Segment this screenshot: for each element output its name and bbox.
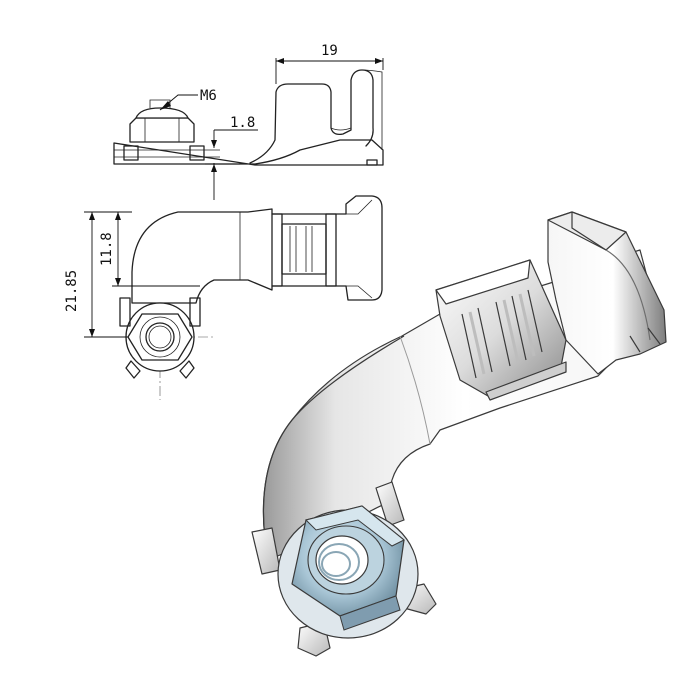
iso-barrel-lip-edge xyxy=(571,212,607,251)
plan-thread-major xyxy=(145,322,175,352)
iso-thread-ring-inner xyxy=(321,551,351,577)
iso-crimp-rib-shade xyxy=(468,293,536,375)
side-view-slot xyxy=(123,145,139,161)
plan-tab-low-right xyxy=(179,360,195,379)
side-view-nut-flats xyxy=(144,118,180,142)
iso-barrel-inner xyxy=(605,249,651,341)
dim-label-1-8: 1.8 xyxy=(230,115,255,131)
side-view-plate xyxy=(113,139,384,166)
side-view-barrel-back xyxy=(361,69,383,150)
side-view-slot xyxy=(189,145,205,161)
iso-tab-upper xyxy=(375,481,405,527)
isometric-render xyxy=(251,211,667,657)
plan-tab-left xyxy=(119,297,131,327)
dim-label-19: 19 xyxy=(321,43,338,59)
plan-tab-low-left xyxy=(125,360,141,379)
plan-crimp-slots xyxy=(289,226,313,272)
iso-bend-shade xyxy=(399,335,431,445)
dim-label-21-85: 21.85 xyxy=(64,270,80,312)
plan-thread-minor xyxy=(148,325,172,349)
dim-arrows-1-8 xyxy=(211,140,217,172)
dim-line-1-8 xyxy=(205,129,258,200)
dim-line-21-85 xyxy=(84,211,132,338)
dim-label-m6: M6 xyxy=(200,88,217,104)
plan-view: 21.85 11.8 xyxy=(64,195,383,400)
plan-body xyxy=(131,195,383,304)
iso-nut-top-face xyxy=(305,505,405,547)
iso-nut-side xyxy=(339,595,401,631)
plan-tab-right xyxy=(189,297,201,327)
iso-barrel-notch xyxy=(629,327,661,353)
iso-bend-edge xyxy=(262,335,405,561)
side-view-barrel xyxy=(249,69,374,164)
iso-crimp-bottom xyxy=(485,361,567,401)
leader-m6-arrow xyxy=(160,101,171,110)
side-view-barrel-inner xyxy=(330,127,352,131)
plan-hex-nut xyxy=(127,313,193,361)
iso-barrel-lip xyxy=(547,211,627,251)
dim-label-11-8: 11.8 xyxy=(99,232,115,266)
side-view-thread-stub xyxy=(149,99,171,108)
side-view-nut xyxy=(129,117,195,143)
plan-rib xyxy=(325,213,337,287)
iso-crimp-ribs xyxy=(461,289,543,379)
side-view-nut-top xyxy=(135,107,189,119)
dim-line-11-8 xyxy=(112,212,200,287)
iso-crimp-top xyxy=(435,259,531,305)
side-view-tip xyxy=(366,159,378,166)
plan-nut-chamfer xyxy=(139,316,181,358)
dim-arrows-11-8 xyxy=(115,212,121,286)
dim-line-19 xyxy=(275,58,384,84)
plan-flare xyxy=(346,199,373,299)
iso-thread-ring xyxy=(318,543,360,581)
side-view: 19 M6 1.8 xyxy=(113,43,384,200)
